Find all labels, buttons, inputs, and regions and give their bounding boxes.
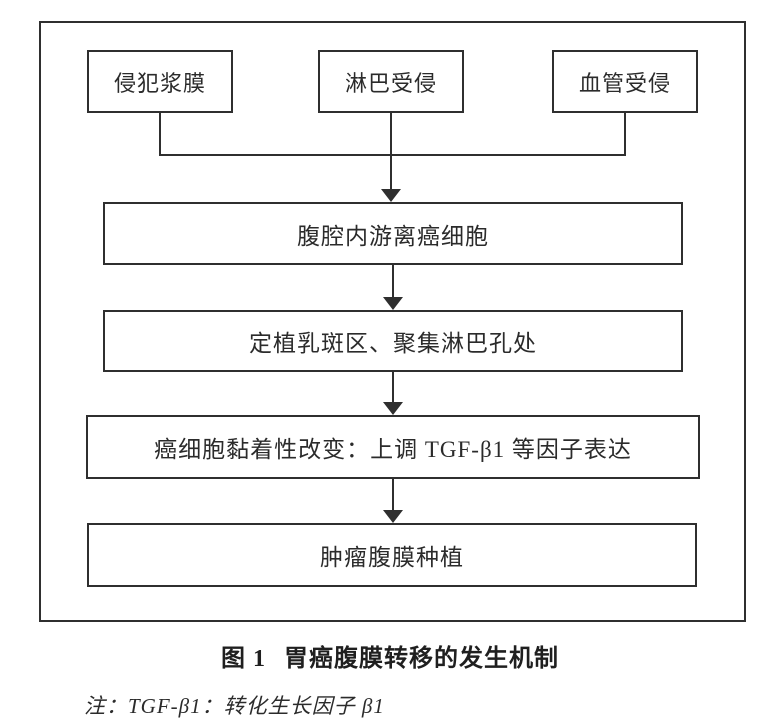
connector-line-center [390, 113, 392, 191]
connector-line-step2 [392, 265, 394, 298]
flow-node-free-cancer-cells: 腹腔内游离癌细胞 [103, 202, 683, 265]
arrow-down-icon [383, 297, 403, 310]
connector-line-horizontal [159, 154, 626, 156]
figure-note: 注：TGF-β1：转化生长因子 β1 [84, 694, 385, 718]
arrow-down-icon [383, 402, 403, 415]
flow-node-peritoneal-implantation: 肿瘤腹膜种植 [87, 523, 697, 587]
flow-node-milky-spot-colonization: 定植乳斑区、聚集淋巴孔处 [103, 310, 683, 372]
figure-title: 胃癌腹膜转移的发生机制 [284, 646, 559, 672]
flow-node-adhesion-change-tgfb1: 癌细胞黏着性改变：上调 TGF-β1 等因子表达 [86, 415, 700, 479]
flow-node-lymphatic-invasion: 淋巴受侵 [318, 50, 464, 113]
connector-line-right [624, 113, 626, 156]
figure-number: 图 1 [221, 646, 266, 672]
connector-line-left [159, 113, 161, 156]
arrow-down-icon [381, 189, 401, 202]
flow-node-vascular-invasion: 血管受侵 [552, 50, 698, 113]
figure-caption: 图 1 胃癌腹膜转移的发生机制 [0, 638, 780, 673]
arrow-down-icon [383, 510, 403, 523]
flow-node-serosa-invasion: 侵犯浆膜 [87, 50, 233, 113]
connector-line-step3 [392, 372, 394, 403]
connector-line-step4 [392, 479, 394, 511]
